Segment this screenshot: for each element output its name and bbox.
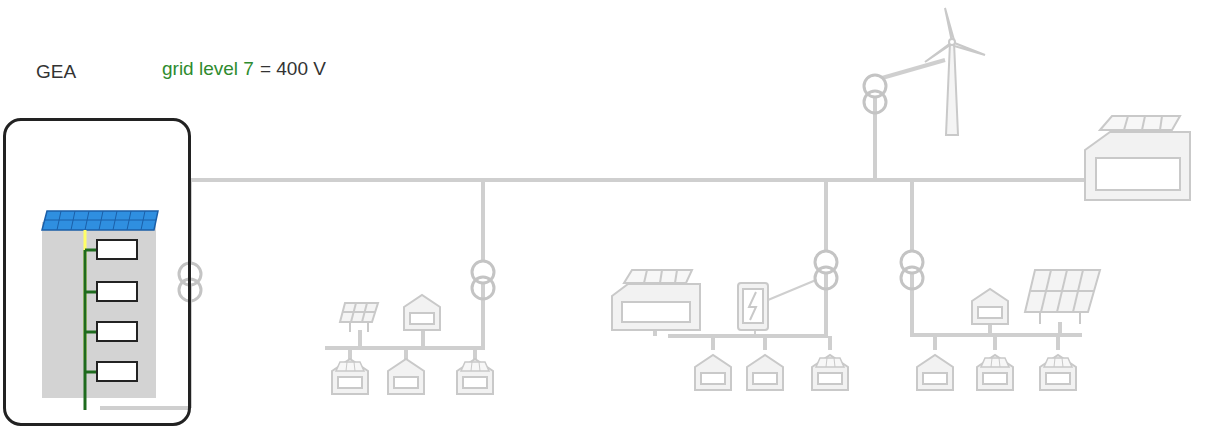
grid-level-label: = 400 V	[260, 58, 326, 80]
pv-array	[340, 303, 378, 332]
voltage-label-group: grid level 7 = 400 V	[162, 58, 326, 80]
system-boundary-box: GEA	[3, 118, 191, 426]
house-icon	[332, 359, 368, 394]
house-icon	[695, 355, 731, 390]
factory-building	[612, 270, 700, 330]
house-icon	[1040, 355, 1076, 390]
node-heading: GEA	[36, 61, 76, 83]
wind-turbine	[925, 8, 985, 135]
house-icon	[812, 355, 848, 390]
house-icon	[747, 355, 783, 390]
grid-level-label: grid level 7	[162, 58, 254, 80]
house-icon	[388, 359, 424, 394]
transformer-symbol	[472, 261, 494, 299]
transformer-symbol	[864, 75, 886, 113]
industrial-building	[1085, 116, 1190, 200]
house-icon	[977, 355, 1013, 390]
ev-charger	[738, 283, 768, 330]
transformer-symbol	[815, 251, 837, 289]
house-icon	[404, 295, 440, 330]
transformer-symbol	[901, 251, 923, 289]
grid-wires	[100, 60, 1190, 408]
gea-building	[42, 211, 158, 410]
house-icon	[972, 289, 1008, 324]
house-icon	[917, 355, 953, 390]
pv-array	[1025, 270, 1100, 324]
house-icon	[457, 359, 493, 394]
